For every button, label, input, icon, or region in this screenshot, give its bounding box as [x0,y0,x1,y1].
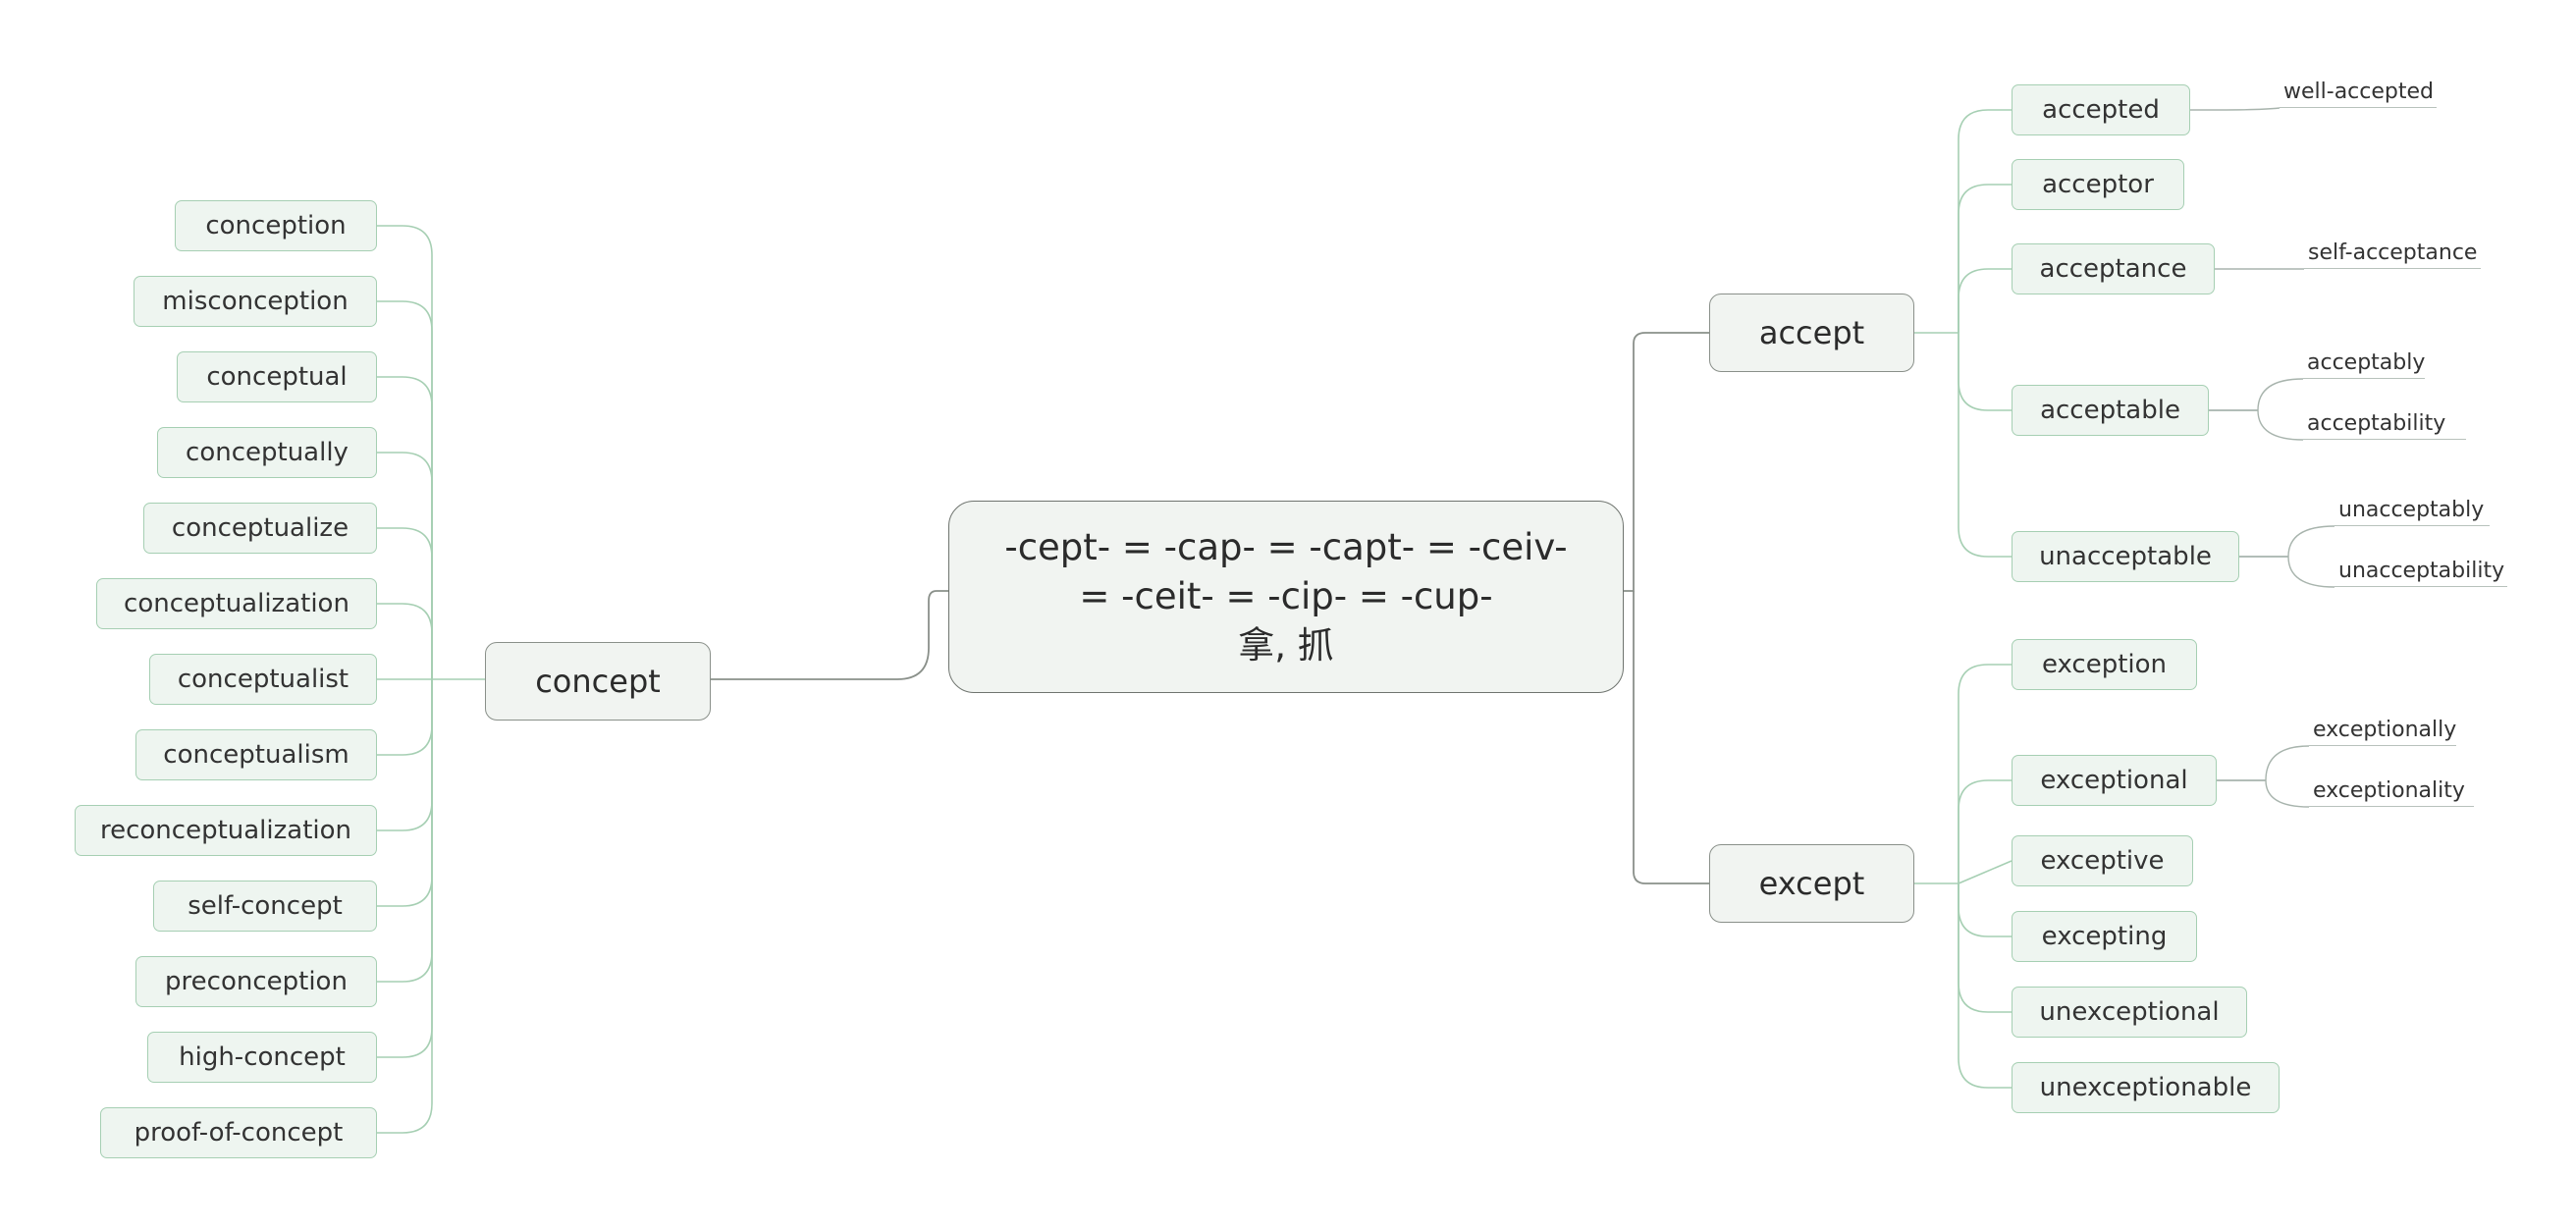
leaf-misconception[interactable]: misconception [134,276,377,327]
leaf-preconception[interactable]: preconception [135,956,377,1007]
leaf-conceptualization[interactable]: conceptualization [96,578,377,629]
leaf-self-concept[interactable]: self-concept [153,881,377,932]
connector-line [1958,883,2012,1013]
leaf-excepting[interactable]: excepting [2012,911,2197,962]
leaf-unexceptional[interactable]: unexceptional [2012,987,2247,1038]
leaf-reconceptualization[interactable]: reconceptualization [75,805,377,856]
leaf-proof-of-concept[interactable]: proof-of-concept [100,1107,377,1158]
connector-line [377,452,433,679]
leaf-unacceptable[interactable]: unacceptable [2012,531,2239,582]
connector-line [2287,525,2335,558]
leaf-conceptual[interactable]: conceptual [177,351,377,402]
central-topic-line-3: 拿, 抓 [1238,624,1334,667]
connector-line [2265,745,2310,781]
connector-line [1958,883,2012,937]
leaf-unexceptionable[interactable]: unexceptionable [2012,1062,2280,1113]
connector-line [377,527,433,679]
leaf-exceptive[interactable]: exceptive [2012,835,2193,886]
sub-exceptionally[interactable]: exceptionally [2309,717,2456,746]
connector-line [377,679,433,907]
connector-line [1624,332,1709,592]
connector-line [377,603,433,679]
connector-line [1958,184,2012,333]
leaf-acceptance[interactable]: acceptance [2012,243,2215,294]
connector-line [711,590,948,680]
central-topic-line-2: = -ceit- = -cip- = -cup- [1079,575,1493,617]
connector-line [2257,378,2304,411]
leaf-exception[interactable]: exception [2012,639,2197,690]
leaf-acceptable[interactable]: acceptable [2012,385,2209,436]
sub-unacceptability[interactable]: unacceptability [2334,558,2507,587]
main-topic-concept[interactable]: concept [485,642,711,721]
connector-line [2265,779,2310,808]
connector-line [1958,268,2012,333]
connector-line [377,225,433,679]
connector-line [1958,333,2012,411]
leaf-acceptor[interactable]: acceptor [2012,159,2184,210]
sub-acceptably[interactable]: acceptably [2303,349,2425,379]
connector-line [1958,779,2012,883]
central-topic[interactable]: -cept- = -cap- = -capt- = -ceiv- = -ceit… [948,501,1624,693]
sub-well-accepted[interactable]: well-accepted [2280,79,2437,108]
connector-line [377,300,433,679]
connector-line [1958,860,2012,884]
connector-line [377,679,433,1134]
leaf-exceptional[interactable]: exceptional [2012,755,2217,806]
connector-line [1958,333,2012,558]
sub-self-acceptance[interactable]: self-acceptance [2304,240,2481,269]
leaf-conceptualist[interactable]: conceptualist [149,654,377,705]
sub-acceptability[interactable]: acceptability [2303,410,2466,440]
main-topic-except[interactable]: except [1709,844,1914,923]
leaf-conceptually[interactable]: conceptually [157,427,377,478]
connector-line [1958,109,2012,333]
connector-line [377,376,433,679]
leaf-conceptualism[interactable]: conceptualism [135,729,377,780]
connector-line [377,679,433,756]
connector-line [377,679,433,1058]
leaf-high-concept[interactable]: high-concept [147,1032,377,1083]
sub-unacceptably[interactable]: unacceptably [2334,497,2490,526]
sub-exceptionality[interactable]: exceptionality [2309,777,2474,807]
leaf-conception[interactable]: conception [175,200,377,251]
connector-line [1958,664,2012,883]
main-topic-accept[interactable]: accept [1709,294,1914,372]
connector-line [2287,556,2335,588]
connector-line [2190,107,2281,111]
connector-line [1958,883,2012,1089]
leaf-conceptualize[interactable]: conceptualize [143,503,377,554]
connector-line [1633,591,1709,884]
connector-line [2257,409,2304,441]
leaf-accepted[interactable]: accepted [2012,84,2190,135]
central-topic-line-1: -cept- = -cap- = -capt- = -ceiv- [1004,526,1568,568]
